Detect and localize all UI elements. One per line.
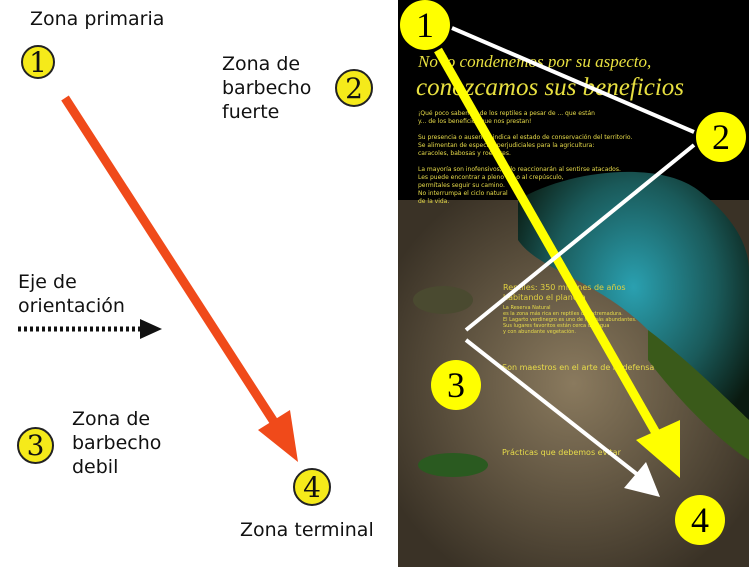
poster-marker-1: 1 [400, 0, 450, 50]
zone-3-marker: 3 [17, 427, 54, 464]
white-path-1-2 [451, 26, 695, 134]
lizard-body [648, 330, 749, 460]
zone-terminal-label: Zona terminal [240, 519, 374, 541]
zone-4-marker: 4 [293, 468, 331, 506]
poster-marker-3: 3 [431, 360, 481, 410]
white-path-3-4 [464, 338, 640, 477]
orientation-arrowhead [140, 319, 162, 339]
white-path-2-3 [464, 143, 696, 332]
lizard-image [518, 171, 749, 461]
poster: No lo condenemos por su aspecto, conozca… [398, 0, 749, 567]
poster-marker-4: 4 [675, 495, 725, 545]
snake-image [418, 453, 488, 477]
yellow-flow-arrow [434, 47, 664, 443]
zone-primary-label: Zona primaria [30, 8, 165, 30]
small-lizard-image [413, 286, 473, 314]
poster-arrows [434, 26, 696, 497]
white-arrowhead [624, 462, 660, 497]
zone-strong-fallow-label: Zona de barbecho fuerte [222, 53, 312, 123]
yellow-arrowhead [636, 420, 680, 478]
zone-weak-fallow-label: Zona de barbecho debil [72, 408, 162, 478]
left-arrows [18, 95, 298, 462]
poster-marker-2: 2 [696, 112, 746, 162]
zone-1-marker: 1 [21, 45, 55, 79]
orange-arrowhead [258, 410, 298, 462]
poster-intro-text: ¡Qué poco sabemos de los reptiles a pesa… [418, 110, 633, 205]
orange-flow-arrow [61, 95, 280, 428]
zone-2-marker: 2 [335, 69, 373, 107]
section1-body: La Reserva Natural es la zona más rica e… [503, 305, 637, 335]
axis-label: Eje de orientación [18, 271, 125, 317]
